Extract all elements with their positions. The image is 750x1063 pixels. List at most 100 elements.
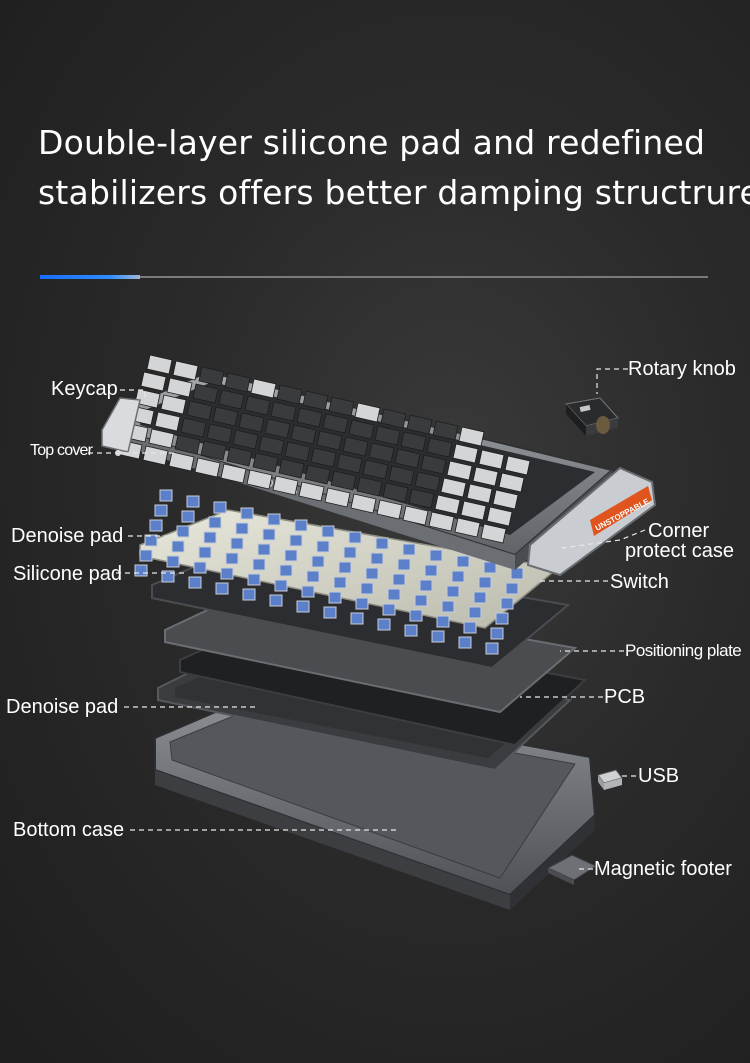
switch bbox=[161, 570, 175, 583]
callout-pcb: PCB bbox=[604, 686, 646, 708]
keycap bbox=[446, 460, 473, 481]
keycap bbox=[160, 394, 187, 415]
switch bbox=[294, 519, 308, 532]
keycap bbox=[298, 481, 325, 502]
keycap bbox=[198, 366, 225, 387]
keycap bbox=[172, 360, 199, 381]
switch bbox=[279, 564, 293, 577]
keycap bbox=[480, 523, 507, 544]
switch bbox=[414, 594, 428, 607]
callout-denoise-pad-bottom: Denoise pad bbox=[6, 696, 119, 718]
switch bbox=[220, 567, 234, 580]
switch bbox=[510, 567, 524, 580]
keycap bbox=[134, 388, 161, 409]
switch bbox=[296, 600, 310, 613]
keycap bbox=[146, 354, 173, 375]
switch bbox=[490, 627, 504, 640]
keycap bbox=[316, 430, 343, 451]
switch bbox=[188, 576, 202, 589]
keycap bbox=[452, 443, 479, 464]
switch bbox=[350, 612, 364, 625]
switch bbox=[333, 576, 347, 589]
switch bbox=[431, 630, 445, 643]
switch bbox=[382, 603, 396, 616]
keycap bbox=[220, 463, 247, 484]
switch bbox=[269, 594, 283, 607]
switch bbox=[252, 558, 266, 571]
switch-array bbox=[134, 489, 524, 655]
keycap bbox=[472, 466, 499, 487]
switch bbox=[409, 609, 423, 622]
keycap bbox=[212, 406, 239, 427]
switch bbox=[365, 567, 379, 580]
callout-corner-protect-case-line1: Corner bbox=[648, 520, 710, 542]
switch bbox=[154, 504, 168, 517]
switch bbox=[419, 579, 433, 592]
switch bbox=[328, 591, 342, 604]
leader-rotary-knob bbox=[596, 368, 628, 394]
keycap bbox=[492, 489, 519, 510]
callout-keycap: Keycap bbox=[51, 378, 118, 400]
switch bbox=[171, 540, 185, 553]
switch bbox=[473, 591, 487, 604]
callout-top-cover: Top cover bbox=[30, 442, 93, 459]
switch bbox=[306, 570, 320, 583]
keycap bbox=[428, 511, 455, 532]
keycap bbox=[148, 428, 175, 449]
keycap bbox=[246, 469, 273, 490]
keycap bbox=[278, 458, 305, 479]
switch bbox=[203, 531, 217, 544]
keycap-array bbox=[116, 354, 531, 544]
keycap bbox=[296, 407, 323, 428]
switch bbox=[311, 555, 325, 568]
switch bbox=[230, 537, 244, 550]
callout-rotary-knob: Rotary knob bbox=[628, 358, 736, 380]
switch bbox=[323, 606, 337, 619]
keycap bbox=[350, 493, 377, 514]
keycap bbox=[290, 424, 317, 445]
keycap bbox=[426, 437, 453, 458]
switch bbox=[198, 546, 212, 559]
keycap bbox=[192, 383, 219, 404]
switch bbox=[262, 528, 276, 541]
keycap bbox=[432, 420, 459, 441]
keycap bbox=[498, 472, 525, 493]
usb-dongle bbox=[597, 769, 623, 790]
switch bbox=[468, 606, 482, 619]
switch bbox=[446, 585, 460, 598]
headline-line-1: Double-layer silicone pad and redefined bbox=[38, 123, 706, 162]
switch bbox=[451, 570, 465, 583]
divider-line bbox=[140, 276, 708, 278]
switch bbox=[159, 489, 173, 502]
keycap bbox=[142, 445, 169, 466]
headline-line-2: stabilizers offers better damping struct… bbox=[38, 173, 750, 212]
keycap bbox=[354, 402, 381, 423]
keycap bbox=[342, 436, 369, 457]
switch bbox=[186, 495, 200, 508]
divider-accent bbox=[40, 275, 140, 279]
keycap bbox=[218, 389, 245, 410]
rotary-knob bbox=[565, 397, 619, 436]
keycap bbox=[226, 446, 253, 467]
keycap bbox=[388, 465, 415, 486]
keycap bbox=[454, 517, 481, 538]
switch bbox=[343, 546, 357, 559]
keycap bbox=[504, 455, 531, 476]
switch bbox=[289, 534, 303, 547]
switch bbox=[387, 588, 401, 601]
switch bbox=[215, 582, 229, 595]
switch bbox=[134, 564, 148, 577]
switch bbox=[456, 555, 470, 568]
keycap bbox=[232, 429, 259, 450]
switch bbox=[139, 549, 153, 562]
switch bbox=[225, 552, 239, 565]
keycap bbox=[380, 408, 407, 429]
keycap bbox=[458, 426, 485, 447]
switch bbox=[149, 519, 163, 532]
switch bbox=[495, 612, 509, 625]
keycap bbox=[330, 470, 357, 491]
switch bbox=[193, 561, 207, 574]
keycap bbox=[402, 505, 429, 526]
switch bbox=[257, 543, 271, 556]
